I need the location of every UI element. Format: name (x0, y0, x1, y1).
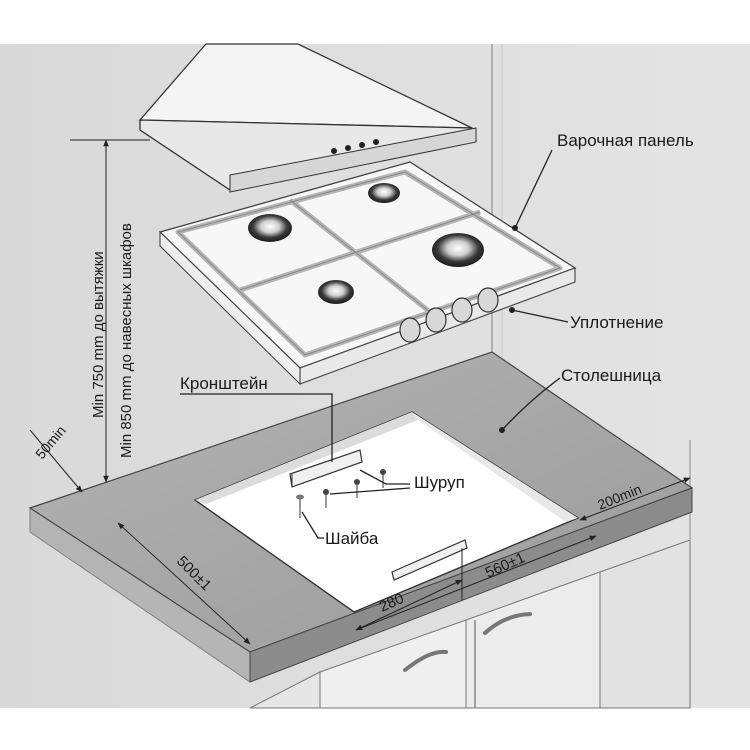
cabinet-clearance-label: Min 850 mm до навесных шкафов (118, 223, 135, 458)
countertop-cutout (193, 411, 580, 613)
hob-label: Варочная панель (557, 131, 694, 150)
range-hood-icon (138, 43, 477, 193)
cabinets (249, 440, 691, 709)
bracket-label: Кронштейн (180, 374, 268, 393)
bracket-icon (289, 449, 468, 581)
control-knob-icon (399, 287, 499, 343)
burner-icon (318, 280, 354, 304)
screw-label: Шуруп (414, 473, 465, 492)
leader-lines (180, 149, 569, 539)
screw-icon (323, 469, 386, 508)
washer-label: Шайба (325, 529, 379, 548)
washer-icon (296, 494, 304, 518)
burner-icon (432, 233, 484, 267)
hood-clearance-label: Min 750 mm до вытяжки (90, 251, 107, 418)
countertop-label: Столешница (561, 366, 662, 385)
burner-icon (368, 183, 400, 203)
seal-label: Уплотнение (570, 313, 663, 332)
dimension-lines (29, 139, 691, 645)
burner-icon (248, 214, 292, 242)
gas-hob-icon (158, 161, 577, 386)
